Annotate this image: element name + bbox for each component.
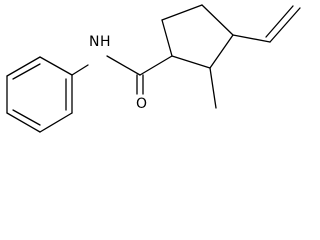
carbonyl-oxygen-label: O — [136, 96, 147, 112]
bond-ph-1 — [39, 56, 73, 76]
amide-group — [71, 55, 173, 95]
cyclopentane-ring — [161, 4, 234, 69]
bond-ring-4 — [209, 34, 234, 69]
bond-ph-inner-1 — [12, 63, 41, 80]
amide-nitrogen-label: N — [89, 34, 99, 50]
bond-n-carbonyl — [106, 55, 141, 76]
methyl-bond — [209, 67, 217, 109]
amide-hydrogen-label: H — [100, 34, 111, 50]
bond-ph-inner-2 — [12, 109, 41, 126]
bond-ph-5 — [39, 112, 73, 133]
bond-ph-n — [71, 64, 89, 76]
bond-ph-4 — [6, 112, 41, 133]
phenyl-ring — [6, 56, 73, 133]
vinyl-group — [232, 5, 301, 43]
bond-vinyl-2a — [269, 7, 301, 43]
bond-ring-3 — [201, 4, 234, 36]
bond-ring-1 — [161, 19, 173, 57]
bond-ring-5 — [171, 55, 211, 69]
bond-ph-2 — [6, 56, 41, 77]
chemical-structure: N H O — [6, 4, 301, 133]
bond-vinyl-2b — [265, 5, 294, 38]
bond-ring-2 — [161, 4, 203, 21]
bond-carbonyl-ring — [139, 55, 173, 76]
bond-vinyl-1 — [232, 34, 271, 43]
